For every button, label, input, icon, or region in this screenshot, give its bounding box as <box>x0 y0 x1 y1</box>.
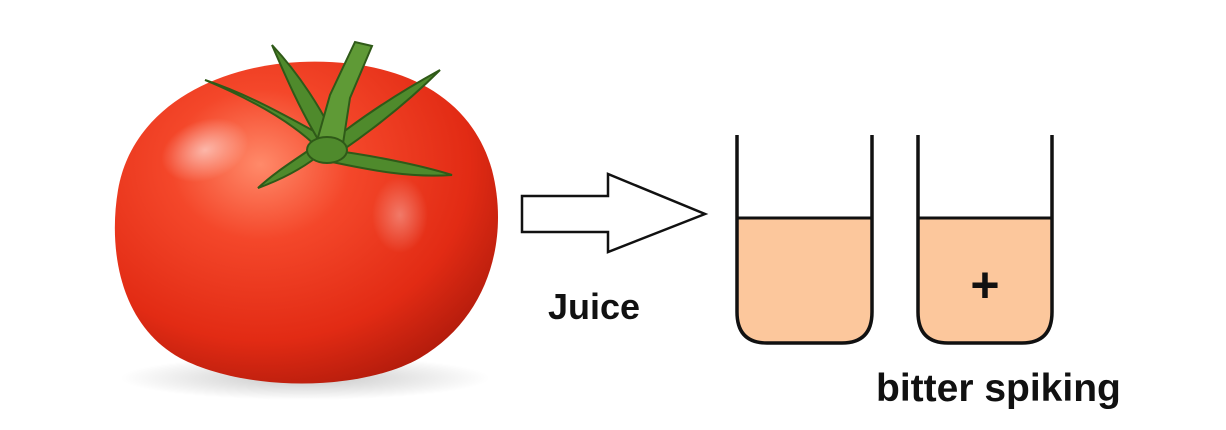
juice-label: Juice <box>548 286 641 327</box>
beaker-2-liquid <box>918 218 1052 343</box>
tomato-highlight-2 <box>372 177 428 253</box>
beaker-1-liquid <box>737 218 872 343</box>
beaker-icon <box>735 135 874 345</box>
beaker-1-outline <box>735 135 874 345</box>
arrow-right-icon <box>520 172 709 254</box>
tomato-icon <box>114 40 499 400</box>
plus-icon: + <box>970 257 999 313</box>
beaker-spiked-icon: + <box>916 135 1054 345</box>
stem <box>204 40 453 189</box>
tomato-highlight <box>161 117 249 183</box>
beaker-2-outline <box>916 135 1054 345</box>
bitter-spiking-label: bitter spiking <box>876 367 1121 410</box>
